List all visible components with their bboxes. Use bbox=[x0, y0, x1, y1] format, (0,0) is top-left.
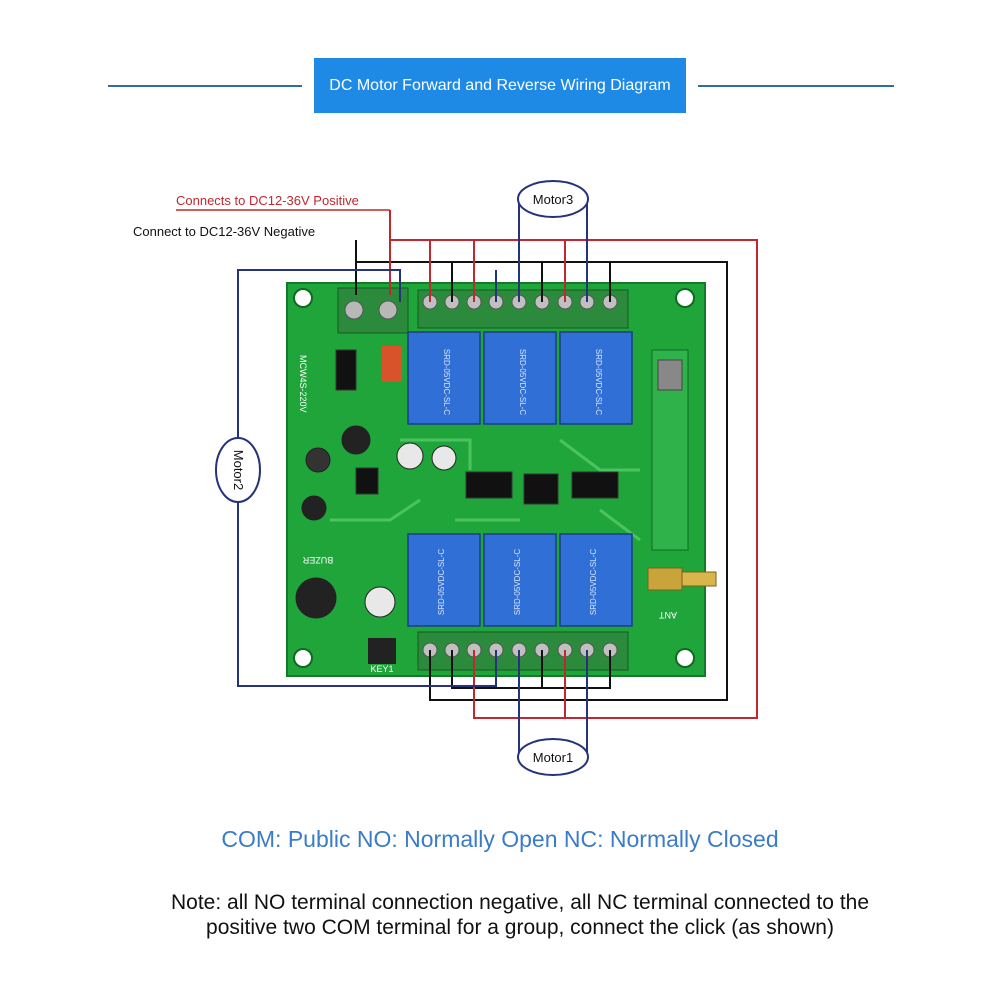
motor3-label: Motor3 bbox=[533, 192, 573, 207]
key-button bbox=[368, 638, 396, 664]
mount-hole bbox=[293, 288, 313, 308]
svg-text:SRD-05VDC-SL-C: SRD-05VDC-SL-C bbox=[442, 349, 451, 415]
motor2-label: Motor2 bbox=[231, 450, 246, 490]
motor3: Motor3 bbox=[517, 180, 589, 218]
ic-chip bbox=[465, 471, 513, 499]
negative-wires bbox=[355, 240, 728, 701]
capacitor bbox=[364, 586, 396, 618]
negative-supply-label: Connect to DC12-36V Negative bbox=[133, 224, 315, 239]
diagram-title: DC Motor Forward and Reverse Wiring Diag… bbox=[314, 58, 686, 113]
positive-supply-label: Connects to DC12-36V Positive bbox=[176, 193, 359, 208]
antenna-connector bbox=[647, 567, 683, 591]
svg-text:BUZER: BUZER bbox=[302, 555, 333, 565]
regulator bbox=[355, 467, 379, 495]
relay bbox=[407, 533, 481, 627]
relay-board: SRD-05VDC-SL-C SRD-05VDC-SL-C SRD-05VDC-… bbox=[286, 282, 717, 677]
svg-text:ANT: ANT bbox=[658, 610, 677, 620]
buzzer bbox=[295, 577, 337, 619]
title-line-left bbox=[108, 85, 302, 87]
relay bbox=[559, 331, 633, 425]
mount-hole bbox=[675, 648, 695, 668]
svg-text:SRD-05VDC-SL-C: SRD-05VDC-SL-C bbox=[594, 349, 603, 415]
resistor bbox=[382, 346, 402, 382]
diode bbox=[335, 349, 357, 391]
svg-text:KEY1: KEY1 bbox=[370, 664, 393, 674]
relay bbox=[483, 533, 557, 627]
ic-chip bbox=[523, 473, 559, 505]
wiring-note: Note: all NO terminal connection negativ… bbox=[170, 891, 870, 939]
title-line-right bbox=[698, 85, 894, 87]
relay bbox=[559, 533, 633, 627]
inductor bbox=[305, 447, 331, 473]
svg-text:SRD-05VDC-SL-C: SRD-05VDC-SL-C bbox=[437, 549, 446, 615]
svg-text:SRD-05VDC-SL-C: SRD-05VDC-SL-C bbox=[513, 549, 522, 615]
terminal-legend: COM: Public NO: Normally Open NC: Normal… bbox=[221, 826, 779, 852]
antenna-icon bbox=[681, 571, 717, 587]
mount-hole bbox=[293, 648, 313, 668]
capacitor bbox=[396, 442, 424, 470]
positive-wires bbox=[389, 210, 758, 719]
motor1: Motor1 bbox=[517, 738, 589, 776]
motor2: Motor2 bbox=[215, 437, 261, 503]
relay bbox=[483, 331, 557, 425]
mount-hole bbox=[675, 288, 695, 308]
capacitor bbox=[301, 495, 327, 521]
crystal bbox=[657, 359, 683, 391]
capacitor bbox=[431, 445, 457, 471]
svg-text:MCW4S-220V: MCW4S-220V bbox=[298, 355, 308, 413]
capacitor bbox=[341, 425, 371, 455]
relay bbox=[407, 331, 481, 425]
motor-wires bbox=[237, 199, 588, 757]
svg-text:SRD-05VDC-SL-C: SRD-05VDC-SL-C bbox=[518, 349, 527, 415]
ic-chip bbox=[571, 471, 619, 499]
svg-text:SRD-05VDC-SL-C: SRD-05VDC-SL-C bbox=[589, 549, 598, 615]
motor1-label: Motor1 bbox=[533, 750, 573, 765]
